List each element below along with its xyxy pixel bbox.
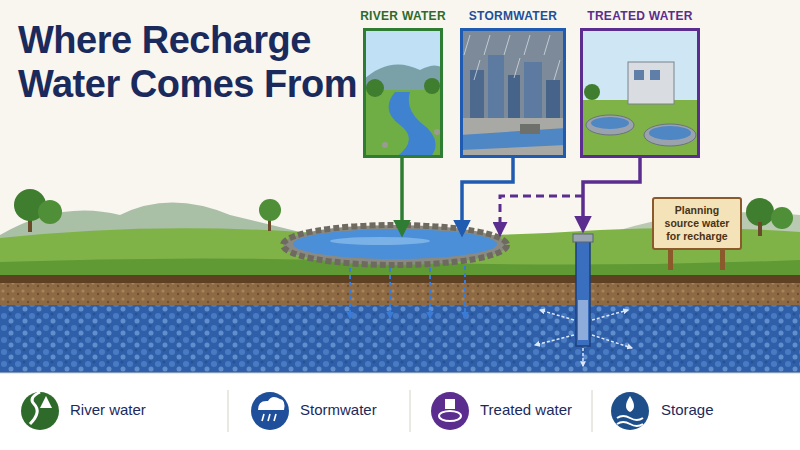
river-icon xyxy=(21,392,59,430)
aquifer xyxy=(0,305,800,373)
source-panel: TREATED WATER xyxy=(580,28,700,158)
panel-heading: STORMWATER xyxy=(469,9,558,23)
source-panel: RIVER WATER xyxy=(363,28,443,158)
water-shine xyxy=(330,237,430,245)
sign-post xyxy=(720,248,725,270)
legend-text: Treated water xyxy=(480,401,572,418)
river-illustration xyxy=(363,28,443,158)
legend-text: River water xyxy=(70,401,146,418)
storage-icon xyxy=(611,392,649,430)
river-flow-arrow xyxy=(400,158,404,234)
legend-bar xyxy=(0,373,800,450)
panel-heading: TREATED WATER xyxy=(587,9,692,23)
legend-separator xyxy=(592,390,593,432)
stormwater-icon xyxy=(251,392,289,430)
soil-layer xyxy=(0,275,800,310)
panel-heading: RIVER WATER xyxy=(360,9,446,23)
source-panel: STORMWATER xyxy=(460,28,566,158)
title: Where Recharge Water Comes From xyxy=(18,18,363,106)
treated-water-illustration xyxy=(580,28,700,158)
gravel-texture xyxy=(0,275,800,310)
treated-basin-arrow xyxy=(500,196,583,234)
aquifer-pebbles xyxy=(0,305,800,373)
injection-arrows xyxy=(535,310,632,366)
treated-well-arrow xyxy=(583,158,640,230)
legend-text: Stormwater xyxy=(300,401,377,418)
legend-separator xyxy=(410,390,411,432)
injection-well xyxy=(573,234,593,346)
basin-water xyxy=(293,229,497,259)
legend-divider xyxy=(0,373,800,374)
sign-post xyxy=(668,248,673,270)
planning-sign: Planning source water for recharge xyxy=(652,197,742,250)
stormwater-flow-arrow xyxy=(462,158,513,234)
basin-rim xyxy=(283,225,507,265)
infiltration-arrows xyxy=(350,266,465,318)
legend-text: Storage xyxy=(661,401,714,418)
sign-text: Planning source water for recharge xyxy=(657,204,737,243)
legend-separator xyxy=(228,390,229,432)
treated-water-icon xyxy=(431,392,469,430)
stormwater-illustration xyxy=(460,28,566,158)
topsoil xyxy=(0,275,800,283)
